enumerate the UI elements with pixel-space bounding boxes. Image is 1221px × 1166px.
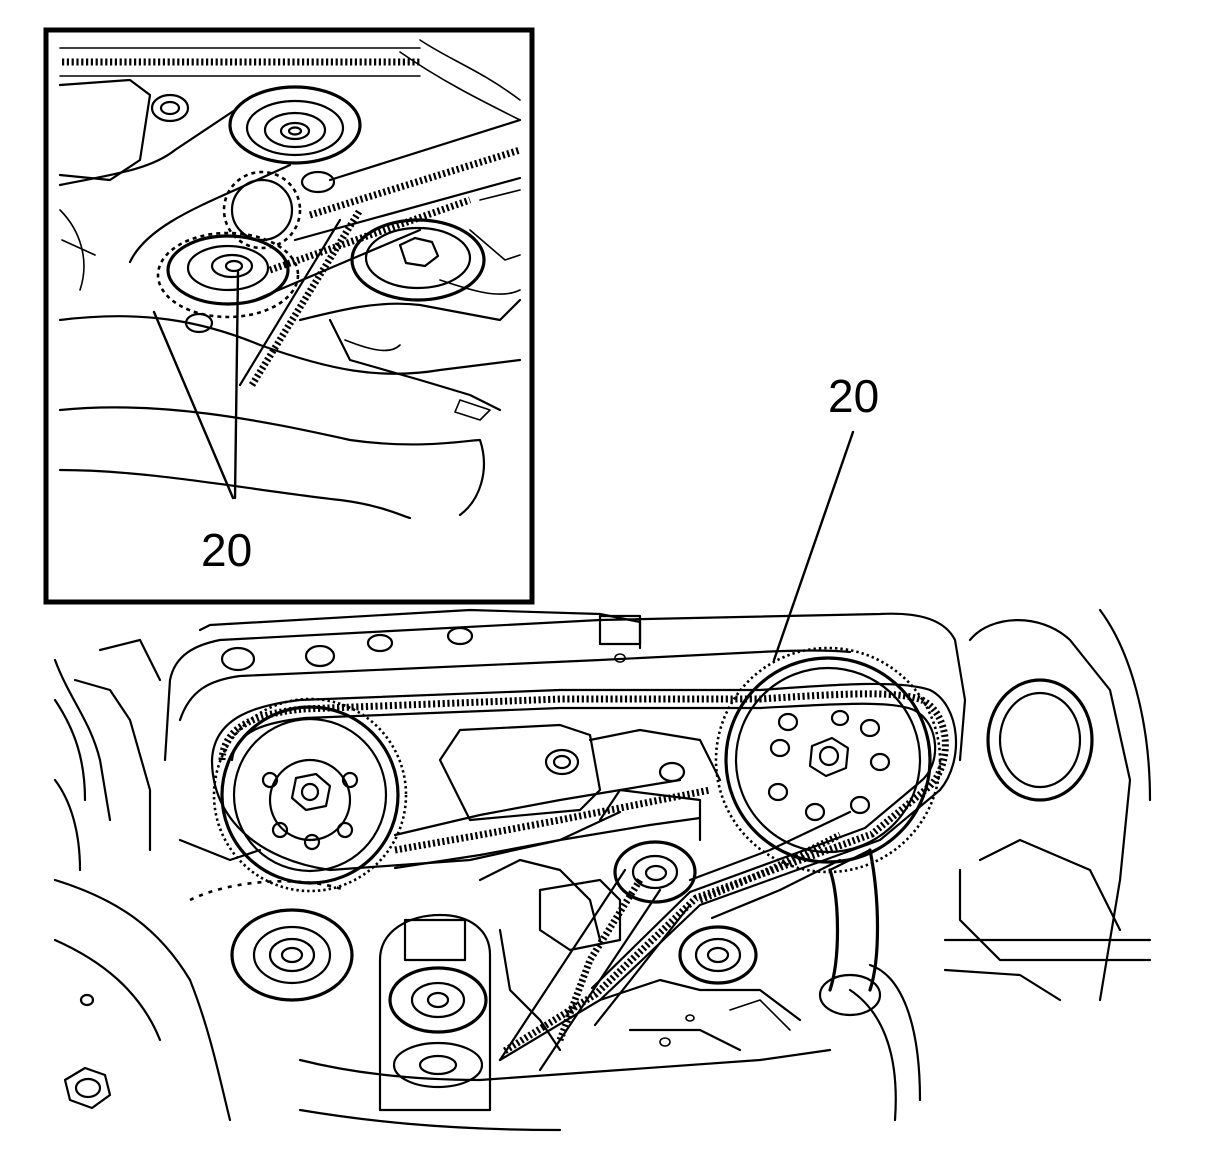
- inset-top-belt: [59, 39, 521, 121]
- inset-housing-outlines: [58, 78, 522, 520]
- left-camshaft-sprocket: [212, 697, 408, 893]
- belt-idler-pulleys: [544, 748, 758, 985]
- inset-detail-view: 20: [43, 27, 535, 605]
- timing-belt: [210, 682, 958, 1072]
- inset-right-pulley: [350, 218, 486, 302]
- left-side-hoses: [53, 638, 262, 1122]
- inset-callout-20: 20: [201, 524, 252, 576]
- right-camshaft-sprocket: [714, 646, 942, 874]
- main-callout-20: 20: [828, 370, 879, 422]
- water-pump-assembly: [378, 913, 492, 1112]
- main-leader-line: [772, 430, 855, 662]
- inset-tensioner-pulley: [156, 231, 300, 319]
- inset-leader-lines: [152, 270, 240, 500]
- lower-engine-block: [298, 723, 832, 1132]
- timing-belt-cover: [163, 608, 967, 762]
- inset-camshaft-sprocket: [222, 170, 302, 250]
- main-engine-view: 20: [53, 370, 1152, 1132]
- inset-upper-pulley: [228, 85, 362, 165]
- right-side-components: [818, 608, 1152, 1122]
- lower-tensioner: [189, 879, 354, 1002]
- inset-diagonal-belt: [238, 118, 522, 387]
